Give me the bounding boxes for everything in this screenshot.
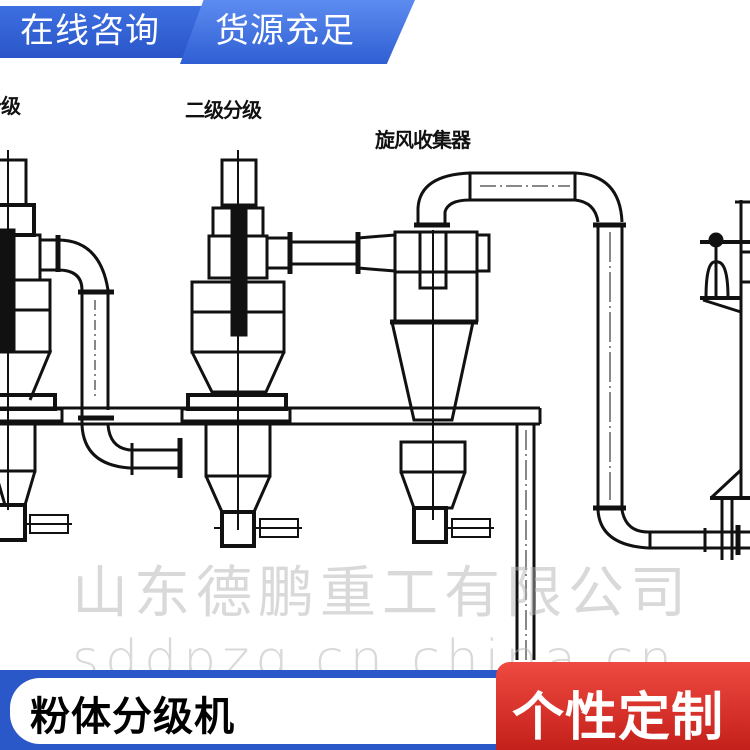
primary-classifier	[0, 150, 72, 542]
cyclone-collector	[390, 230, 494, 544]
connecting-pipe-1	[40, 235, 183, 478]
top-banner: 在线咨询 货源充足	[0, 0, 420, 64]
primary-classifier-label: 分级	[0, 94, 21, 118]
secondary-classifier-label: 二级分级	[185, 98, 262, 122]
connecting-pipe-2	[267, 232, 396, 274]
product-name: 粉体分级机	[30, 694, 235, 740]
custom-order-label: 个性定制	[512, 688, 725, 748]
support-platform	[0, 406, 542, 660]
online-consult-label: 在线咨询	[20, 11, 160, 51]
online-consult-tag[interactable]	[0, 6, 205, 58]
connecting-pipe-3	[414, 171, 750, 555]
secondary-classifier	[180, 150, 302, 548]
product-name-pill	[10, 678, 510, 744]
sufficient-supply-label: 货源充足	[215, 11, 355, 51]
sufficient-supply-tag[interactable]	[180, 0, 415, 64]
dust-collector	[700, 200, 750, 560]
cyclone-collector-label: 旋风收集器	[375, 128, 471, 152]
custom-order-badge[interactable]	[496, 662, 750, 750]
